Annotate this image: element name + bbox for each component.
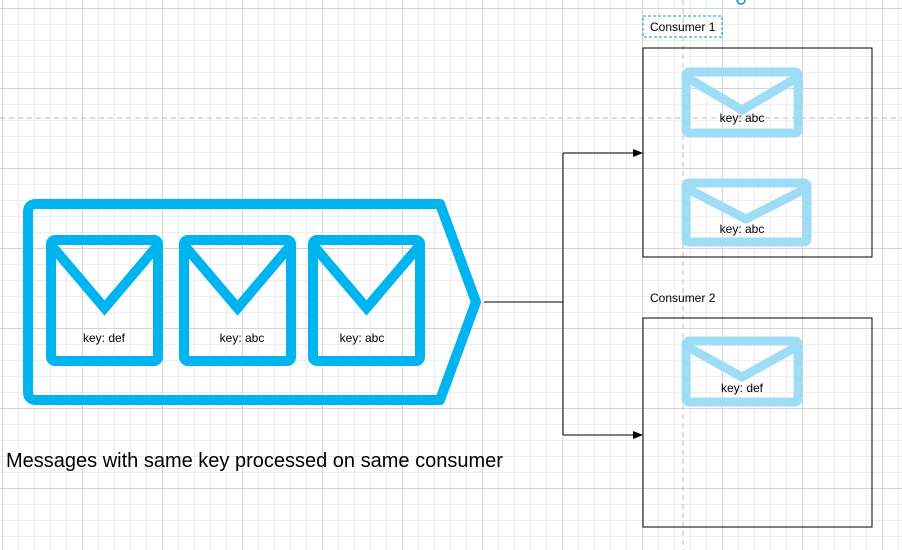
consumer-message[interactable]: key: def xyxy=(681,336,803,407)
consumer-2[interactable]: Consumer 2 key: def xyxy=(642,291,873,528)
envelope-flap xyxy=(47,241,162,316)
message-queue[interactable]: key: def key: abc key: abc xyxy=(23,199,481,405)
envelope-icon xyxy=(681,67,803,138)
message-key-label: key: def xyxy=(83,331,126,345)
envelope-icon xyxy=(681,178,812,247)
consumer-name: Consumer 1 xyxy=(650,20,716,34)
queue-shape xyxy=(23,199,481,405)
message-key-label: key: abc xyxy=(720,222,765,236)
consumer-box[interactable] xyxy=(642,47,873,258)
consumer-message[interactable]: key: abc xyxy=(681,67,803,138)
connectors xyxy=(484,149,643,439)
envelope-icon xyxy=(179,235,296,366)
message-key-label: key: abc xyxy=(720,111,765,125)
consumer-box[interactable] xyxy=(642,317,873,528)
queue-message[interactable]: key: abc xyxy=(179,235,296,366)
consumer-1[interactable]: Consumer 1 key: abc key: abc xyxy=(642,0,873,258)
consumer-name: Consumer 2 xyxy=(650,291,716,305)
queue-message[interactable]: key: abc xyxy=(308,235,425,366)
envelope-flap xyxy=(309,241,424,316)
envelope-icon xyxy=(681,336,803,407)
selection-handle xyxy=(736,0,746,5)
message-key-label: key: abc xyxy=(220,331,265,345)
envelope-flap xyxy=(683,342,801,383)
envelope-flap xyxy=(683,183,810,225)
envelope-flap xyxy=(180,241,295,316)
envelope-icon xyxy=(46,235,163,366)
diagram-caption: Messages with same key processed on same… xyxy=(6,450,503,472)
message-key-label: key: def xyxy=(721,381,764,395)
message-key-label: key: abc xyxy=(340,331,385,345)
queue-message[interactable]: key: def xyxy=(46,235,163,366)
envelope-icon xyxy=(308,235,425,366)
consumer-message[interactable]: key: abc xyxy=(681,178,812,247)
envelope-flap xyxy=(683,73,801,116)
